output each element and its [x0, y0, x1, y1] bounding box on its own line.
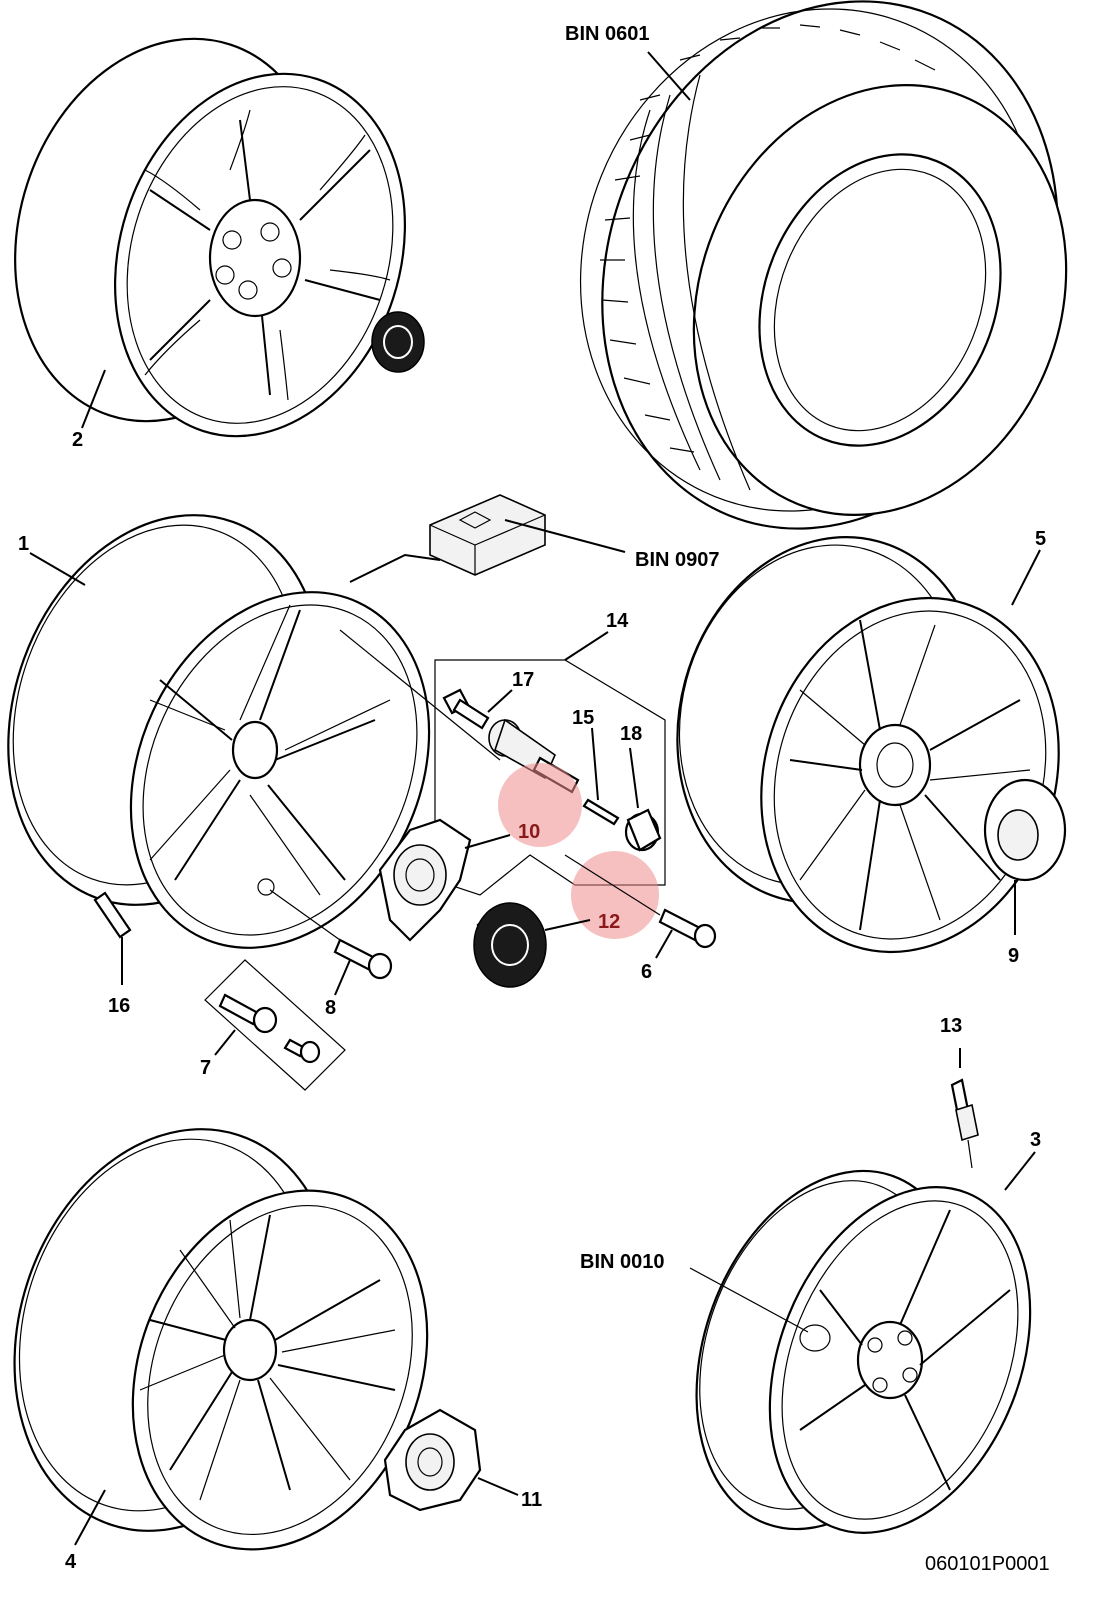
centre-cap-12: [473, 902, 591, 988]
label-14: 14: [606, 610, 629, 632]
tyre: [579, 0, 1068, 530]
wheel-1: [7, 514, 431, 949]
tpms-sensor: [429, 494, 546, 576]
wheel-5: [676, 536, 1060, 954]
label-11: 11: [521, 1489, 542, 1511]
valve-core-15: 15: [572, 707, 620, 826]
label-5: 5: [1035, 528, 1046, 550]
cap-retainer-11: 11: [383, 1408, 542, 1512]
bolt-8: 8: [269, 889, 393, 1019]
label-16: 16: [108, 995, 130, 1017]
valve-cap-18: 18: [620, 723, 662, 852]
label-15: 15: [572, 707, 594, 729]
cap-retainer: [378, 818, 511, 942]
bolt-kit-7: 7: [200, 959, 346, 1091]
label-10: 10: [518, 821, 540, 843]
label-6: 6: [641, 961, 652, 983]
label-13: 13: [940, 1015, 962, 1037]
wheel-3: [695, 1169, 1032, 1534]
hub-9: 9: [983, 778, 1067, 967]
screw-17: 17: [442, 669, 534, 730]
highlight-circle-10: [498, 763, 582, 847]
wheel-2: [14, 37, 407, 438]
label-7: 7: [200, 1057, 211, 1079]
label-2: 2: [72, 429, 83, 451]
label-12: 12: [598, 911, 620, 933]
label-1: 1: [18, 533, 29, 555]
label-bin-0010: BIN 0010: [580, 1251, 665, 1273]
label-9: 9: [1008, 945, 1019, 967]
label-4: 4: [65, 1551, 77, 1573]
drawing-reference: 060101P0001: [925, 1553, 1050, 1575]
label-bin-0907: BIN 0907: [635, 549, 720, 571]
label-8: 8: [325, 997, 336, 1019]
label-18: 18: [620, 723, 642, 745]
wheel-4: [13, 1128, 429, 1551]
valve-13: 13: [940, 1015, 979, 1169]
label-17: 17: [512, 669, 534, 691]
label-3: 3: [1030, 1129, 1041, 1151]
centre-cap-badge-small: [371, 311, 425, 373]
label-bin-0601: BIN 0601: [565, 23, 650, 45]
bolt-6: 6: [641, 908, 717, 983]
weight-16: 16: [93, 891, 132, 1017]
